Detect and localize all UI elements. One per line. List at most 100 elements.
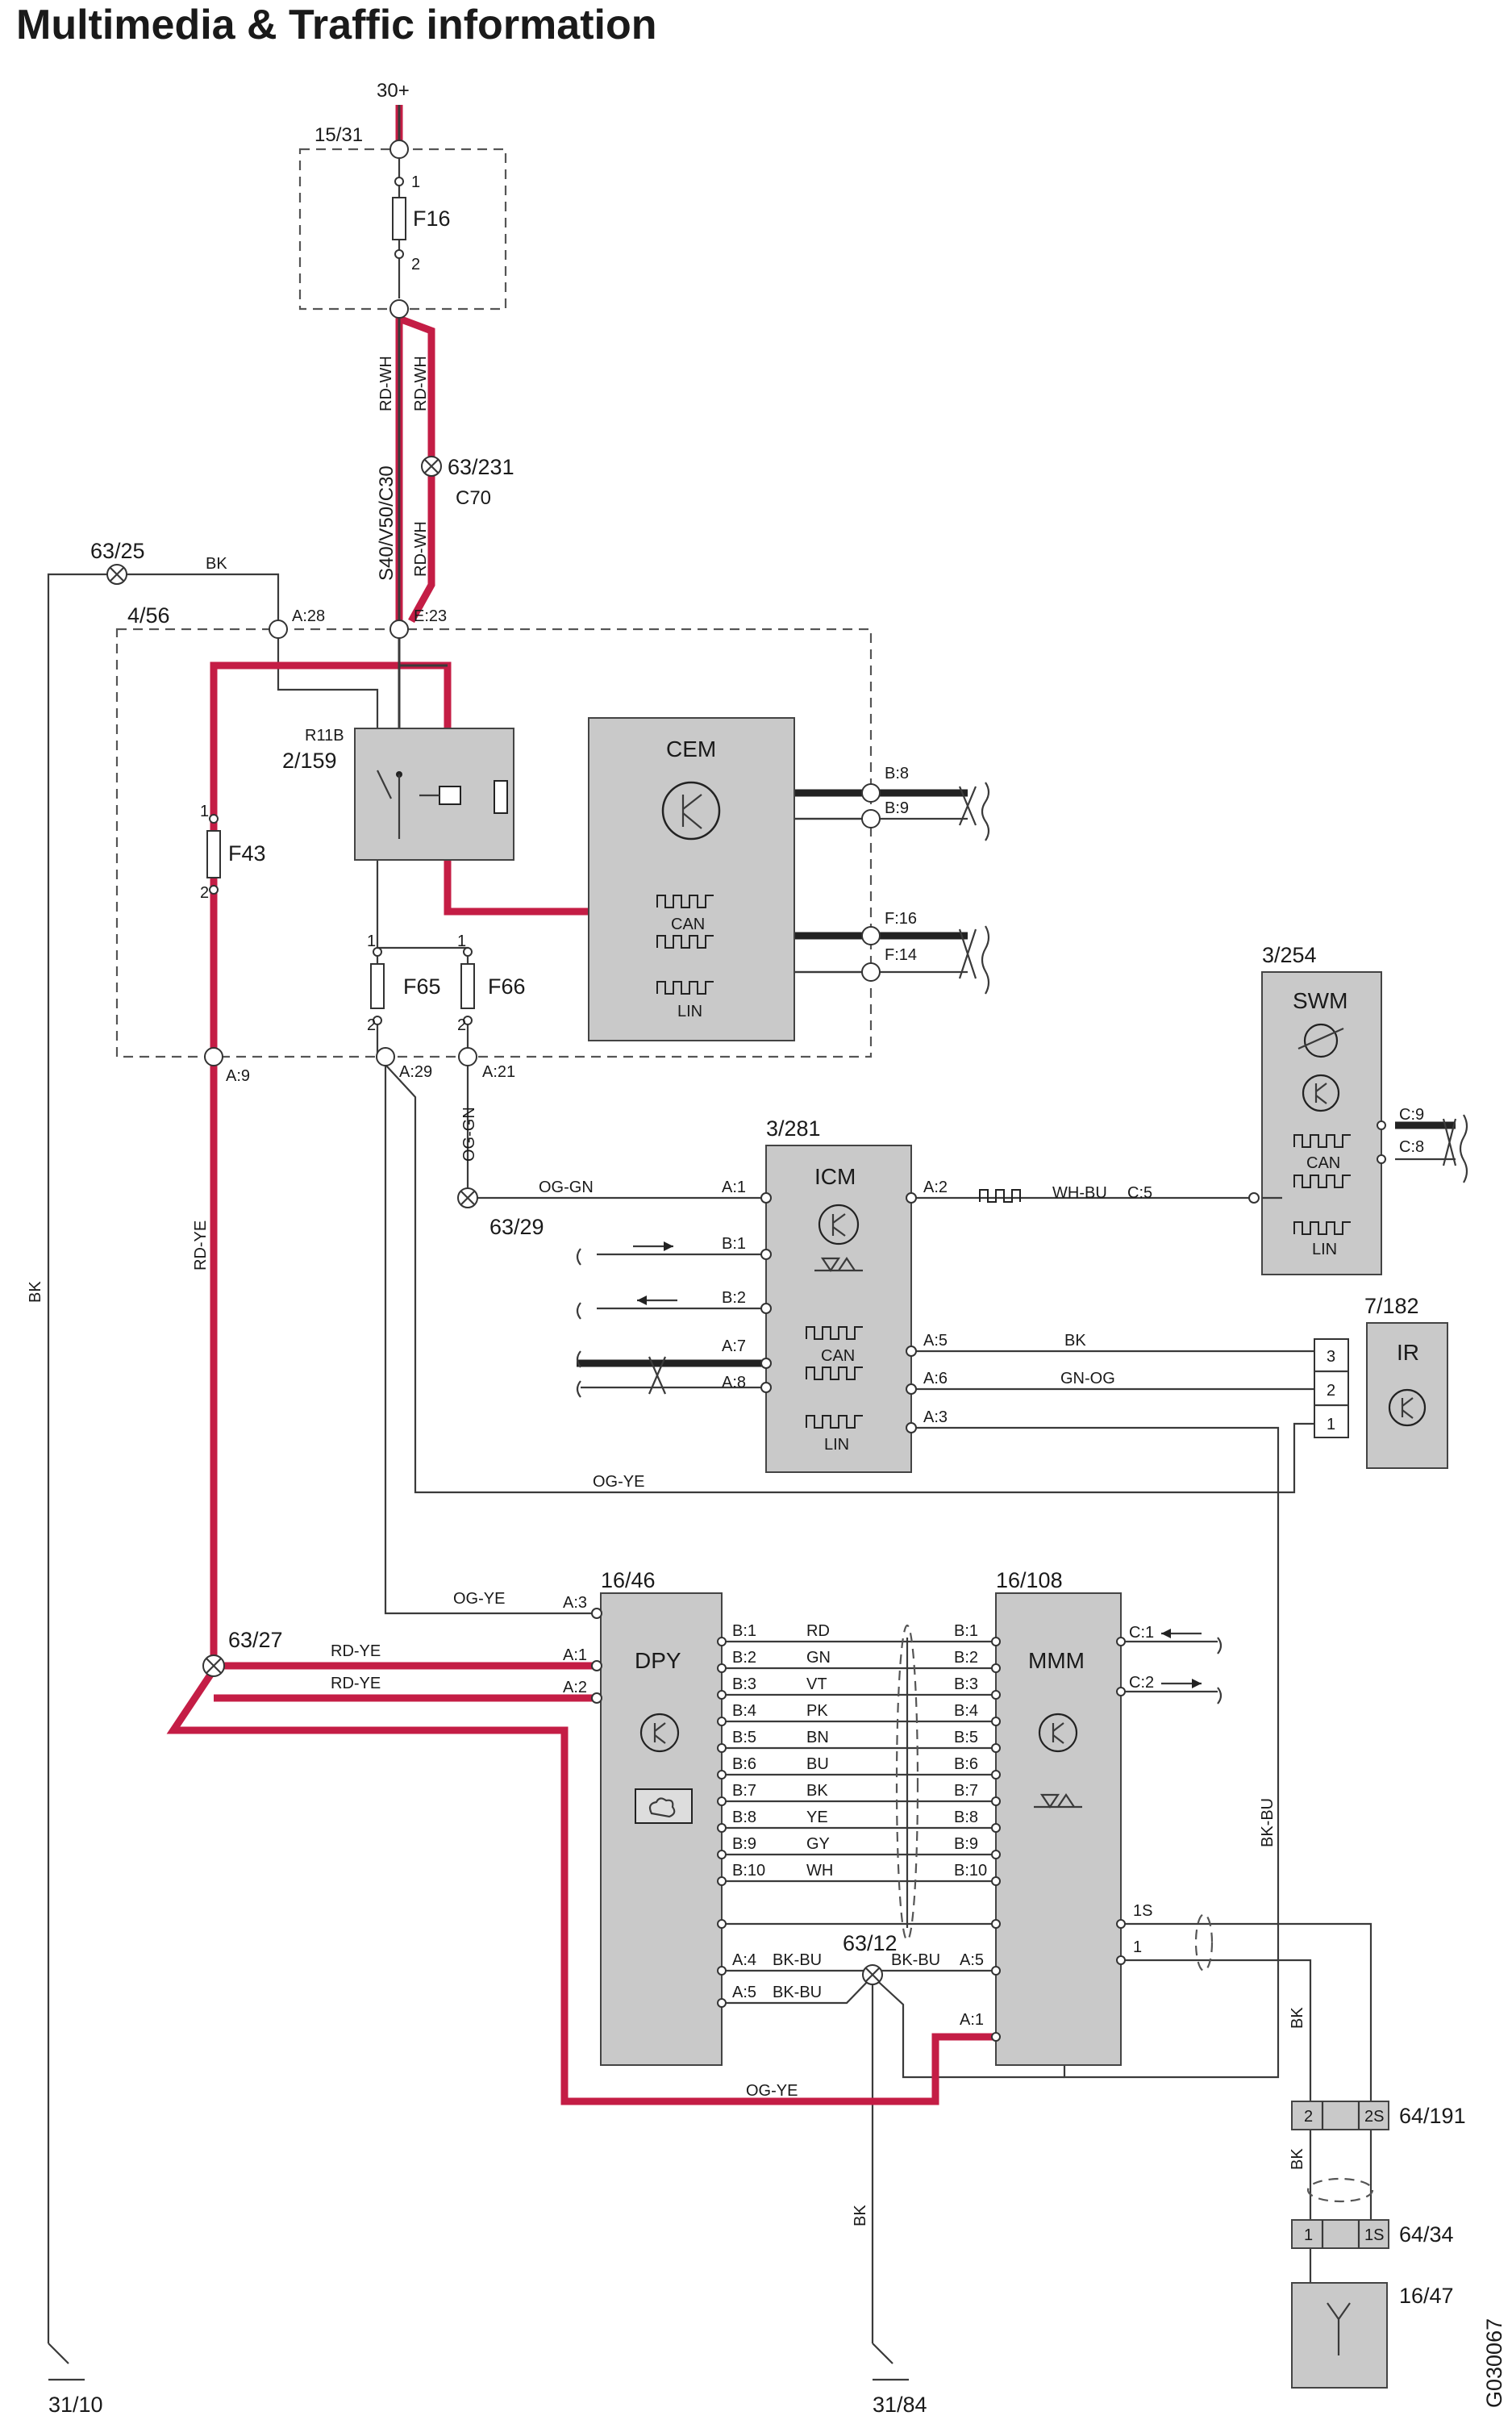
mmm-pin-c1: C:1 (1129, 1624, 1154, 1642)
wire-color-b9: GY (806, 1835, 830, 1853)
wire-color-b7: BK (806, 1782, 828, 1800)
pin-c5-label: C:5 (1127, 1184, 1152, 1202)
dpy-pin-a1: A:1 (563, 1646, 587, 1664)
cem-lin-label: LIN (677, 1003, 702, 1020)
icm-pin-a5: A:5 (923, 1332, 948, 1350)
module-icm: 3/281 ICM CAN LIN (765, 1116, 912, 1473)
fuse-f16: 15/31 30+ 1 F16 2 (314, 80, 451, 319)
f66-pin-2: 2 (457, 1016, 466, 1034)
wire-bk-bu-vertical: BK-BU (1259, 1798, 1277, 1847)
wire-rd-wh-lower: RD-WH (412, 521, 430, 577)
f66-label: F66 (488, 974, 526, 999)
pin-a21 (458, 1047, 477, 1066)
dpy-pin-b10: B:10 (732, 1862, 765, 1880)
icm-pin-a3: A:3 (923, 1408, 948, 1426)
splice-63-231-label: 63/231 (448, 455, 514, 479)
mmm-pin-c2: C:2 (1129, 1674, 1154, 1692)
antenna-ref: 16/47 (1399, 2284, 1454, 2308)
dpy-label: DPY (635, 1648, 681, 1673)
pin-f14-label: F:14 (885, 946, 917, 964)
cem-box-outline (115, 628, 873, 1058)
wire-bk-ir: BK (1064, 1332, 1086, 1350)
pin-e23-label: E:23 (414, 607, 447, 625)
power-label: 30+ (377, 80, 410, 102)
variant-note: S40/V50/C30 (376, 465, 398, 581)
signal-arrow-icons (633, 1241, 1202, 1688)
module-cem: CEM CAN LIN (588, 717, 795, 1041)
mmm-pin-b2: B:2 (954, 1649, 978, 1667)
module-dpy: 16/46 DPY (600, 1568, 723, 2066)
dpy-pin-b9: B:9 (732, 1835, 756, 1853)
wire-bk-antenna-2: BK (1289, 2148, 1306, 2170)
antenna-module: 16/47 (1291, 2282, 1454, 2389)
mmm-label: MMM (1028, 1648, 1085, 1673)
cem-can-label: CAN (671, 916, 705, 933)
relay-name: R11B (305, 727, 344, 745)
wire-rd-wh-right: RD-WH (412, 356, 430, 411)
ground-31-10: 31/10 (48, 2393, 103, 2417)
pin-a9-label: A:9 (226, 1067, 250, 1085)
wh-bu-wave-icon (979, 1189, 1021, 1203)
wire-bk-left: BK (27, 1281, 44, 1303)
wire-og-ye-bottom: OG-YE (746, 2082, 798, 2100)
wire-bk-bu-a4: BK-BU (773, 1951, 822, 1969)
f65-pin-2: 2 (367, 1016, 376, 1034)
dpy-pin-a2: A:2 (563, 1679, 587, 1696)
pin-b8 (861, 783, 881, 803)
wire-color-b5: BN (806, 1729, 829, 1746)
fuse-pin-2: 2 (411, 256, 420, 273)
cem-label: CEM (666, 736, 716, 761)
connector-c70-label: C70 (456, 487, 491, 509)
wire-og-gn: OG-GN (539, 1179, 594, 1196)
splice-63-27: 63/27 RD-YE RD-YE OG-YE (202, 1590, 505, 1692)
wire-bk-top: BK (206, 555, 227, 573)
swm-can-label: CAN (1306, 1154, 1340, 1172)
icm-pin-b1: B:1 (722, 1235, 746, 1253)
pin-c8-label: C:8 (1399, 1138, 1424, 1156)
relay-r11b: R11B 2/159 (282, 727, 514, 861)
swm-lin-label: LIN (1312, 1241, 1337, 1258)
wire-bk-ground: BK (852, 2205, 869, 2226)
dpy-pin-b7: B:7 (732, 1782, 756, 1800)
module-ir: 7/182 IR 3 2 1 (1314, 1294, 1448, 1469)
dpy-pin-a5: A:5 (732, 1984, 756, 2001)
dpy-mmm-bus (722, 1624, 996, 1942)
wire-bk-bu-a5: BK-BU (773, 1984, 822, 2001)
splice-63-25-label: 63/25 (90, 539, 145, 563)
splice-63-25: 63/25 BK (90, 539, 227, 585)
c64-34-pin-1s: 1S (1364, 2226, 1384, 2244)
pin-a28-label: A:28 (292, 607, 325, 625)
ir-pin-1: 1 (1327, 1416, 1335, 1433)
splice-63-231: 63/231 C70 (421, 455, 514, 509)
mmm-pin-b6: B:6 (954, 1755, 978, 1773)
icm-pin-a2: A:2 (923, 1179, 948, 1196)
mmm-pin-b7: B:7 (954, 1782, 978, 1800)
ir-pin-2: 2 (1327, 1382, 1335, 1400)
wire-og-ye-dpy: OG-YE (453, 1590, 505, 1608)
wire-og-gn-vertical: OG-GN (460, 1107, 478, 1162)
wire-color-b8: YE (806, 1809, 828, 1826)
connector-64-191: 2 2S 64/191 (1291, 2101, 1466, 2130)
dpy-pin-a4: A:4 (732, 1951, 756, 1969)
f43-label: F43 (228, 841, 266, 866)
dpy-pin-b2: B:2 (732, 1649, 756, 1667)
pin-e23 (389, 620, 409, 639)
dpy-pin-b4: B:4 (732, 1702, 756, 1720)
wire-rd-ye-vertical: RD-YE (192, 1220, 210, 1270)
c64-34-pin-1: 1 (1304, 2226, 1313, 2244)
splice-63-27-label: 63/27 (228, 1628, 283, 1652)
pin-f16 (861, 926, 881, 945)
wire-color-b2: GN (806, 1649, 831, 1667)
can-wave-icon (656, 895, 714, 908)
mmm-pin-a1: A:1 (960, 2011, 984, 2029)
wire-color-b3: VT (806, 1675, 827, 1693)
mmm-pin-b4: B:4 (954, 1702, 978, 1720)
dpy-pin-b3: B:3 (732, 1675, 756, 1693)
f65-pin-1: 1 (367, 933, 376, 950)
ir-label: IR (1397, 1340, 1419, 1365)
antenna-icon (1327, 2302, 1351, 2355)
wire-rd-ye-1: RD-YE (331, 1642, 381, 1660)
icm-lin-label: LIN (824, 1436, 849, 1454)
mmm-pin-1: 1 (1133, 1938, 1142, 1956)
c64-191-pin-2: 2 (1304, 2108, 1313, 2126)
